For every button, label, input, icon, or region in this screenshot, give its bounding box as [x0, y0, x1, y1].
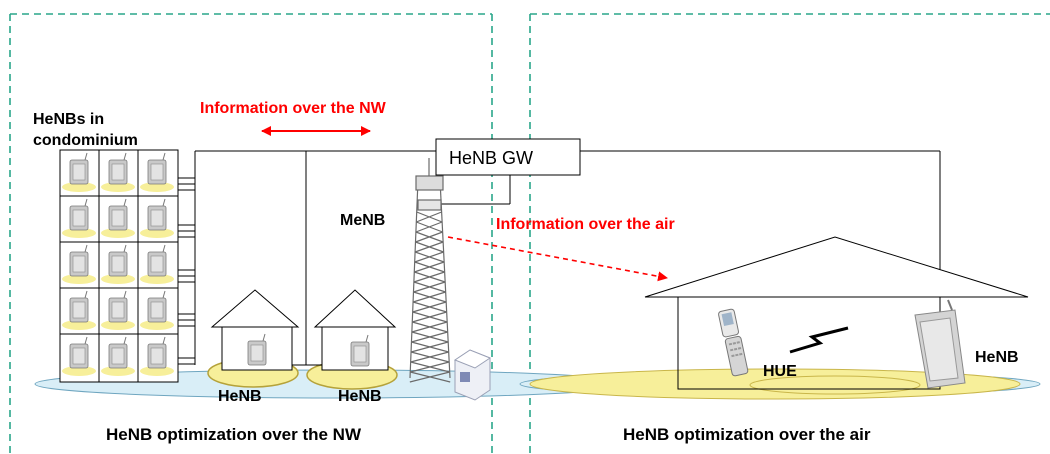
caption-right: HeNB optimization over the air	[623, 425, 871, 444]
condo-label-line2: condominium	[33, 132, 138, 149]
info-air-arrow	[447, 236, 668, 282]
condo-coverage	[62, 228, 96, 238]
condo-coverage	[62, 182, 96, 192]
condo-coverage	[62, 320, 96, 330]
menb-label: MeNB	[340, 212, 385, 229]
info-air-label: Information over the air	[496, 216, 675, 233]
condo-coverage	[101, 366, 135, 376]
coverage-right-inner	[749, 375, 921, 395]
condo-coverage	[62, 274, 96, 284]
info-nw-label: Information over the NW	[200, 100, 387, 117]
condominium-building	[59, 149, 179, 383]
condo-coverage	[101, 320, 135, 330]
hue-label: HUE	[763, 363, 797, 380]
henb-gw-label: HeNB GW	[449, 148, 533, 168]
condo-label-line1: HeNBs in	[33, 111, 104, 128]
condo-coverage	[101, 274, 135, 284]
condo-coverage	[140, 274, 174, 284]
house-large	[644, 236, 1029, 390]
condo-coverage	[140, 182, 174, 192]
mobile-phone-icon	[718, 308, 749, 377]
condo-henb-icons	[62, 152, 174, 376]
henb-house2-label: HeNB	[338, 388, 382, 405]
caption-left: HeNB optimization over the NW	[106, 425, 362, 444]
server-box-icon	[453, 349, 492, 401]
condo-coverage	[140, 228, 174, 238]
condo-coverage	[101, 228, 135, 238]
condo-coverage	[140, 320, 174, 330]
condo-coverage	[62, 366, 96, 376]
henb-house1-label: HeNB	[218, 388, 262, 405]
condo-coverage	[101, 182, 135, 192]
condo-coverage	[140, 366, 174, 376]
tower-icon	[409, 158, 451, 383]
wireless-link-icon	[789, 326, 849, 354]
henb-device-icon	[914, 299, 966, 389]
henb-right-label: HeNB	[975, 349, 1019, 366]
henb-gw-box	[435, 138, 581, 176]
